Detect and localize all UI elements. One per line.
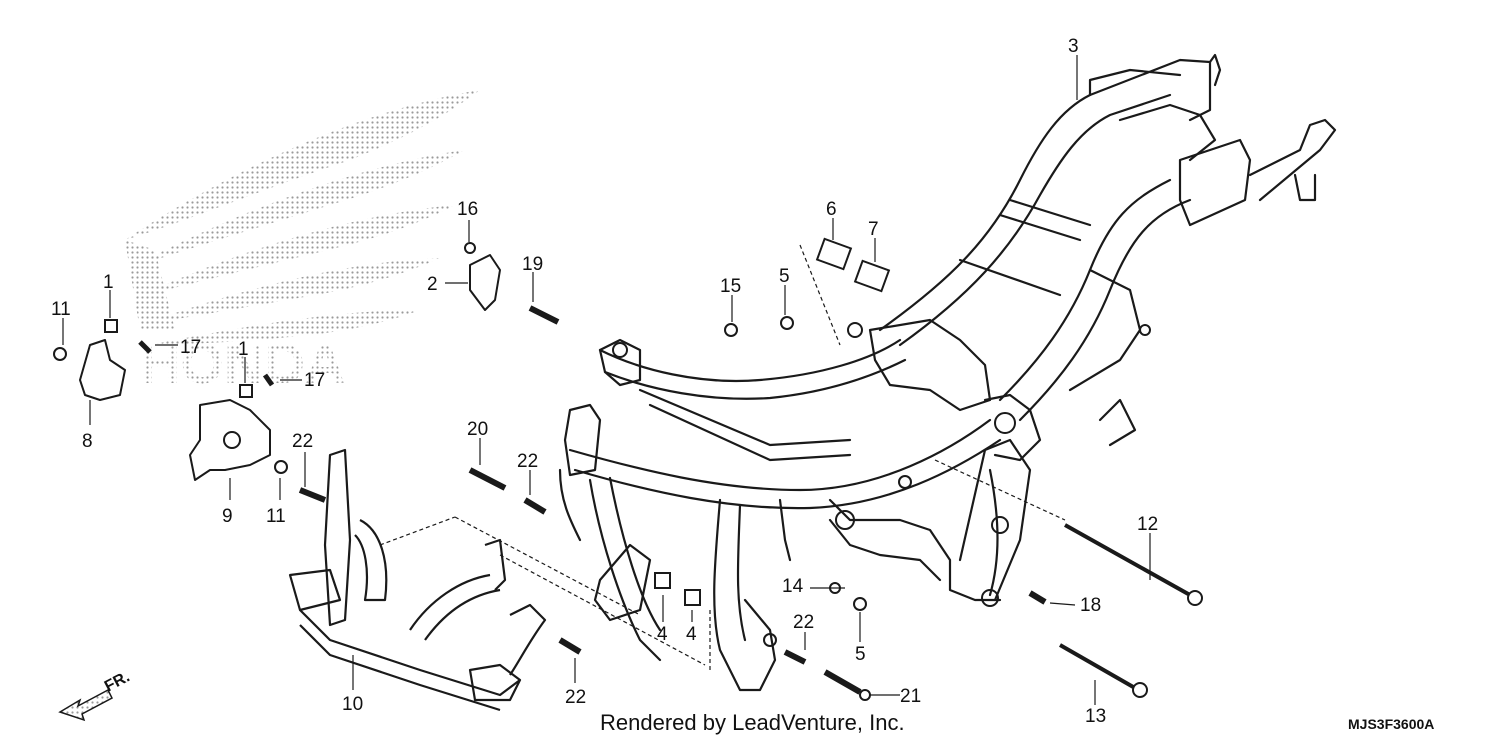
engine-hanger-assembly [288,448,547,712]
main-frame [558,53,1337,692]
callout-22: 22 [565,687,586,708]
callout-11: 11 [266,506,286,527]
callout-20: 20 [467,419,488,440]
callout-17: 17 [180,337,201,358]
callout-12: 12 [1137,514,1158,535]
callout-16: 16 [457,199,478,220]
callout-7: 7 [868,219,879,240]
callout-4: 4 [686,624,697,645]
callout-15: 15 [720,276,741,297]
callout-11: 11 [51,299,71,320]
frame-mount-holes [612,322,1151,647]
callout-13: 13 [1085,706,1106,727]
callout-10: 10 [342,694,363,715]
callout-21: 21 [900,686,921,707]
small-brackets [79,254,501,481]
callout-22: 22 [292,431,313,452]
callout-6: 6 [826,199,837,220]
callout-1: 1 [103,272,114,293]
callout-22: 22 [793,612,814,633]
leader-lines [62,55,1151,705]
callout-19: 19 [522,254,543,275]
diagram-code: MJS3F3600A [1348,716,1435,732]
callout-14: 14 [782,576,804,597]
honda-wing-logo [125,90,480,345]
render-credit: Rendered by LeadVenture, Inc. [600,710,905,735]
callout-4: 4 [657,624,668,645]
callout-2: 2 [427,274,438,295]
callout-5: 5 [855,644,866,665]
callout-1: 1 [238,339,249,360]
callout-22: 22 [517,451,538,472]
callout-9: 9 [222,506,233,527]
front-direction-arrow: FR. [58,668,133,722]
callout-18: 18 [1080,595,1101,616]
callout-8: 8 [82,431,93,452]
fasteners [53,237,1203,701]
callout-17: 17 [304,370,325,391]
callout-3: 3 [1068,36,1079,57]
callout-5: 5 [779,266,790,287]
